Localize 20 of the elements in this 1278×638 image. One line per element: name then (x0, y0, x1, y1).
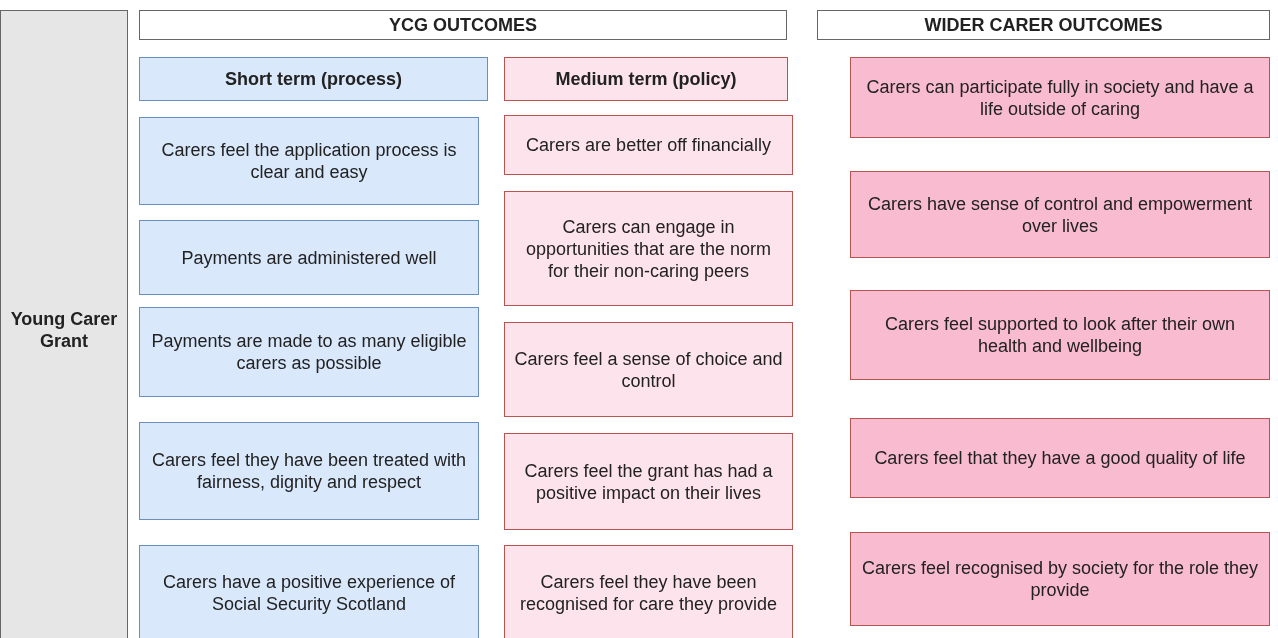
outcome-box: Carers have a positive experience of Social Security Scotland (139, 545, 479, 638)
outcome-box: Carers feel the application process is clear and easy (139, 117, 479, 205)
outcome-box: Carers are better off financially (504, 115, 793, 175)
grant-box: Young Carer Grant (0, 10, 128, 638)
outcome-box: Carers have sense of control and empowerment over lives (850, 171, 1270, 258)
outcome-box: Carers can engage in opportunities that are the norm for their non-caring peers (504, 191, 793, 306)
outcome-box: Payments are administered well (139, 220, 479, 295)
section-header: YCG OUTCOMES (139, 10, 787, 40)
outcome-box: Carers feel that they have a good quality of life (850, 418, 1270, 498)
outcome-box: Payments are made to as many eligible carers as possible (139, 307, 479, 397)
outcome-box: Carers can participate fully in society and have a life outside of caring (850, 57, 1270, 138)
outcome-box: Carers feel they have been recognised for care they provide (504, 545, 793, 638)
column-header: Short term (process) (139, 57, 488, 101)
column-header: Medium term (policy) (504, 57, 788, 101)
outcome-box: Carers feel supported to look after their own health and wellbeing (850, 290, 1270, 380)
section-header: WIDER CARER OUTCOMES (817, 10, 1270, 40)
outcome-box: Carers feel they have been treated with fairness, dignity and respect (139, 422, 479, 520)
outcome-box: Carers feel the grant has had a positive impact on their lives (504, 433, 793, 530)
outcome-box: Carers feel recognised by society for the role they provide (850, 532, 1270, 626)
outcome-box: Carers feel a sense of choice and control (504, 322, 793, 417)
